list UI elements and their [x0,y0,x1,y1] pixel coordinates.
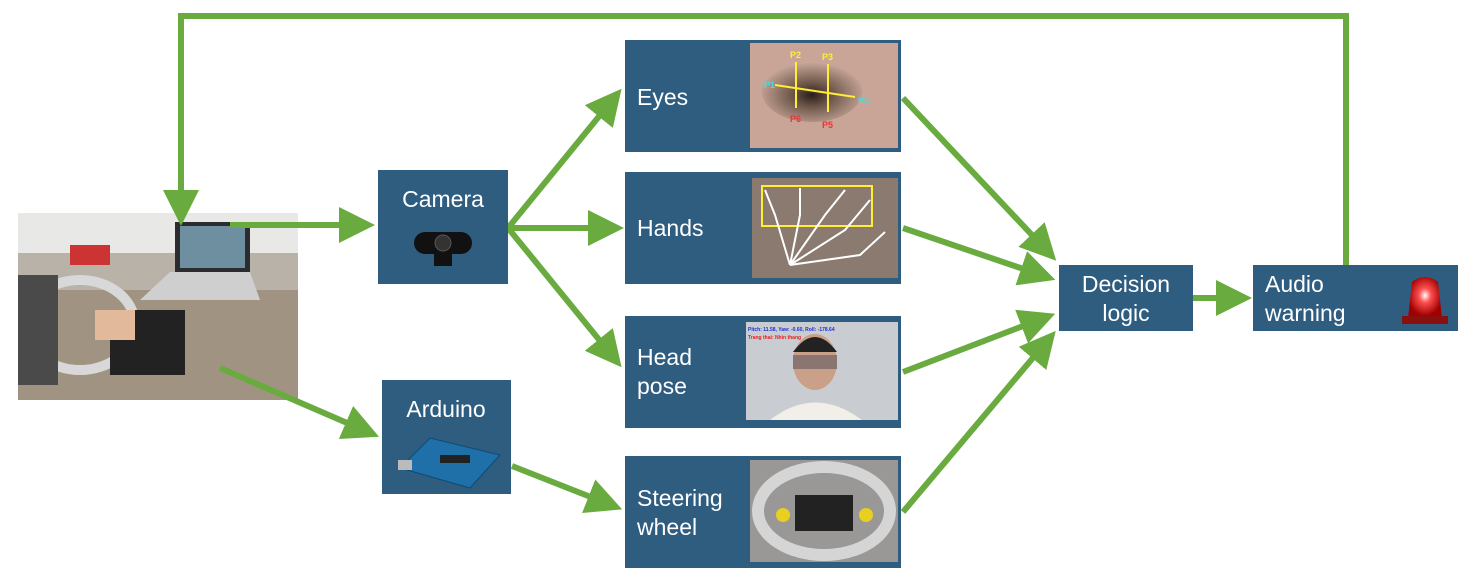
hands-node: Hands [625,172,901,284]
eye-label-p5: P5 [822,120,833,130]
hands-label: Hands [637,215,703,241]
hand-image [752,178,898,278]
arrow-eyes-to-decision [900,95,1057,261]
head-pose-label-line1: Head [637,344,692,370]
arduino-label: Arduino [406,396,485,422]
head-pose-overlay-line1: Pitch: 11.58, Yaw: -0.60, Roll: -178.64 [748,327,835,333]
arduino-node: Arduino [382,380,511,494]
arrow-setup-to-arduino [218,365,380,439]
arduino-board-icon [398,437,501,489]
arrow-audio-to-setup [163,13,1349,265]
eyes-node: Eyes P1 P2 P3 P4 P5 P6 [625,40,901,152]
decision-label-line2: logic [1102,300,1149,326]
steering-wheel-node: Steering wheel [625,456,901,568]
decision-label-line1: Decision [1082,271,1170,297]
audio-label-line1: Audio [1265,271,1324,297]
camera-node: Camera [378,170,508,284]
head-pose-label-line2: pose [637,373,687,399]
steering-label-line1: Steering [637,485,723,511]
camera-label: Camera [402,186,484,212]
eye-label-p1: P1 [764,80,775,90]
eye-label-p4: P4 [858,96,869,106]
arrow-camera-to-headpose [505,226,622,368]
audio-label-line2: warning [1264,300,1346,326]
steering-label-line2: wheel [636,514,697,540]
eyes-label: Eyes [637,84,688,110]
setup-photo [18,213,298,400]
head-pose-overlay-line2: Trang thai: Nhin thang [748,335,801,341]
head-pose-node: Head pose Pitch: 11.58, Yaw: -0.60, Roll… [625,316,901,428]
eye-label-p2: P2 [790,50,801,60]
decision-logic-node: Decision logic [1059,265,1193,331]
alarm-siren-icon [1402,277,1448,324]
arrow-headpose-to-decision [901,309,1056,375]
eye-label-p6: P6 [790,114,801,124]
arrow-camera-to-eyes [505,88,622,230]
webcam-icon [414,232,472,266]
audio-warning-node: Audio warning [1253,265,1458,331]
eye-label-p3: P3 [822,52,833,62]
arrow-hands-to-decision [902,225,1056,286]
arrows [163,13,1349,514]
arrow-arduino-to-steering [510,463,623,513]
arrow-steering-to-decision [900,330,1056,514]
